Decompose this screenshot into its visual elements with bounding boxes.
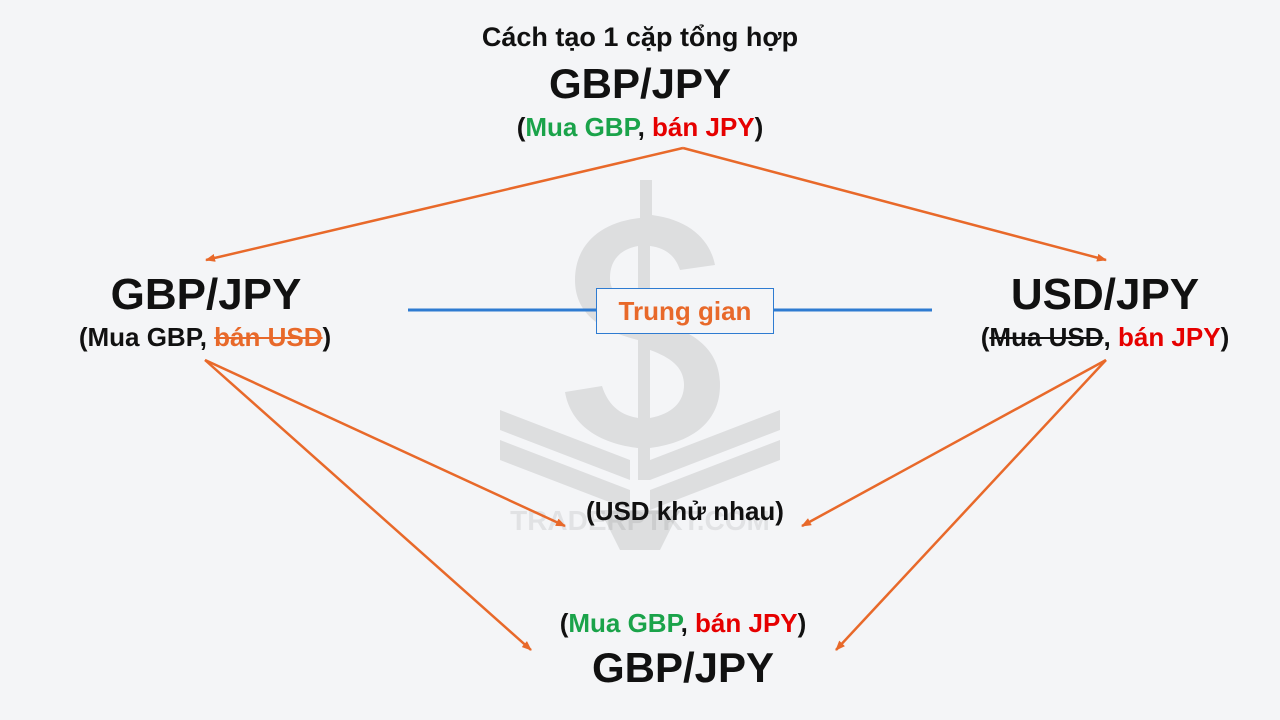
right-sell: bán JPY — [1117, 322, 1221, 352]
left-buy: Mua GBP, — [87, 322, 215, 352]
bottom-pair-subtitle: (Mua GBP, bán JPY) — [559, 608, 807, 638]
arrow-top-to-left — [205, 146, 684, 262]
bottom-buy: Mua GBP — [568, 608, 681, 638]
right-pair-label: USD/JPY — [1010, 270, 1200, 319]
left-sell: bán USD — [214, 322, 323, 352]
right-pair-subtitle: (Mua USD, bán JPY) — [980, 322, 1230, 352]
top-sell: bán JPY — [652, 112, 755, 142]
top-pair-subtitle: (Mua GBP, bán JPY) — [516, 112, 764, 142]
bottom-sell: bán JPY — [695, 608, 798, 638]
top-pair-label: GBP/JPY — [548, 60, 732, 107]
arrow-top-to-right — [682, 146, 1107, 262]
arrow-left-to-middle — [204, 358, 566, 528]
intermediate-label: Trung gian — [596, 288, 774, 334]
arrow-right-to-bottom — [835, 359, 1107, 651]
left-pair-label: GBP/JPY — [110, 270, 302, 319]
diagram-title: Cách tạo 1 cặp tổng hợp — [481, 22, 799, 52]
arrow-left-to-bottom — [204, 359, 532, 651]
right-buy: Mua USD — [989, 322, 1104, 352]
left-pair-subtitle: (Mua GBP, bán USD) — [78, 322, 332, 352]
bottom-pair-label: GBP/JPY — [591, 644, 775, 691]
top-buy: Mua GBP — [525, 112, 638, 142]
usd-cancel-note: (USD khử nhau) — [586, 496, 784, 526]
arrow-right-to-middle — [801, 358, 1107, 528]
